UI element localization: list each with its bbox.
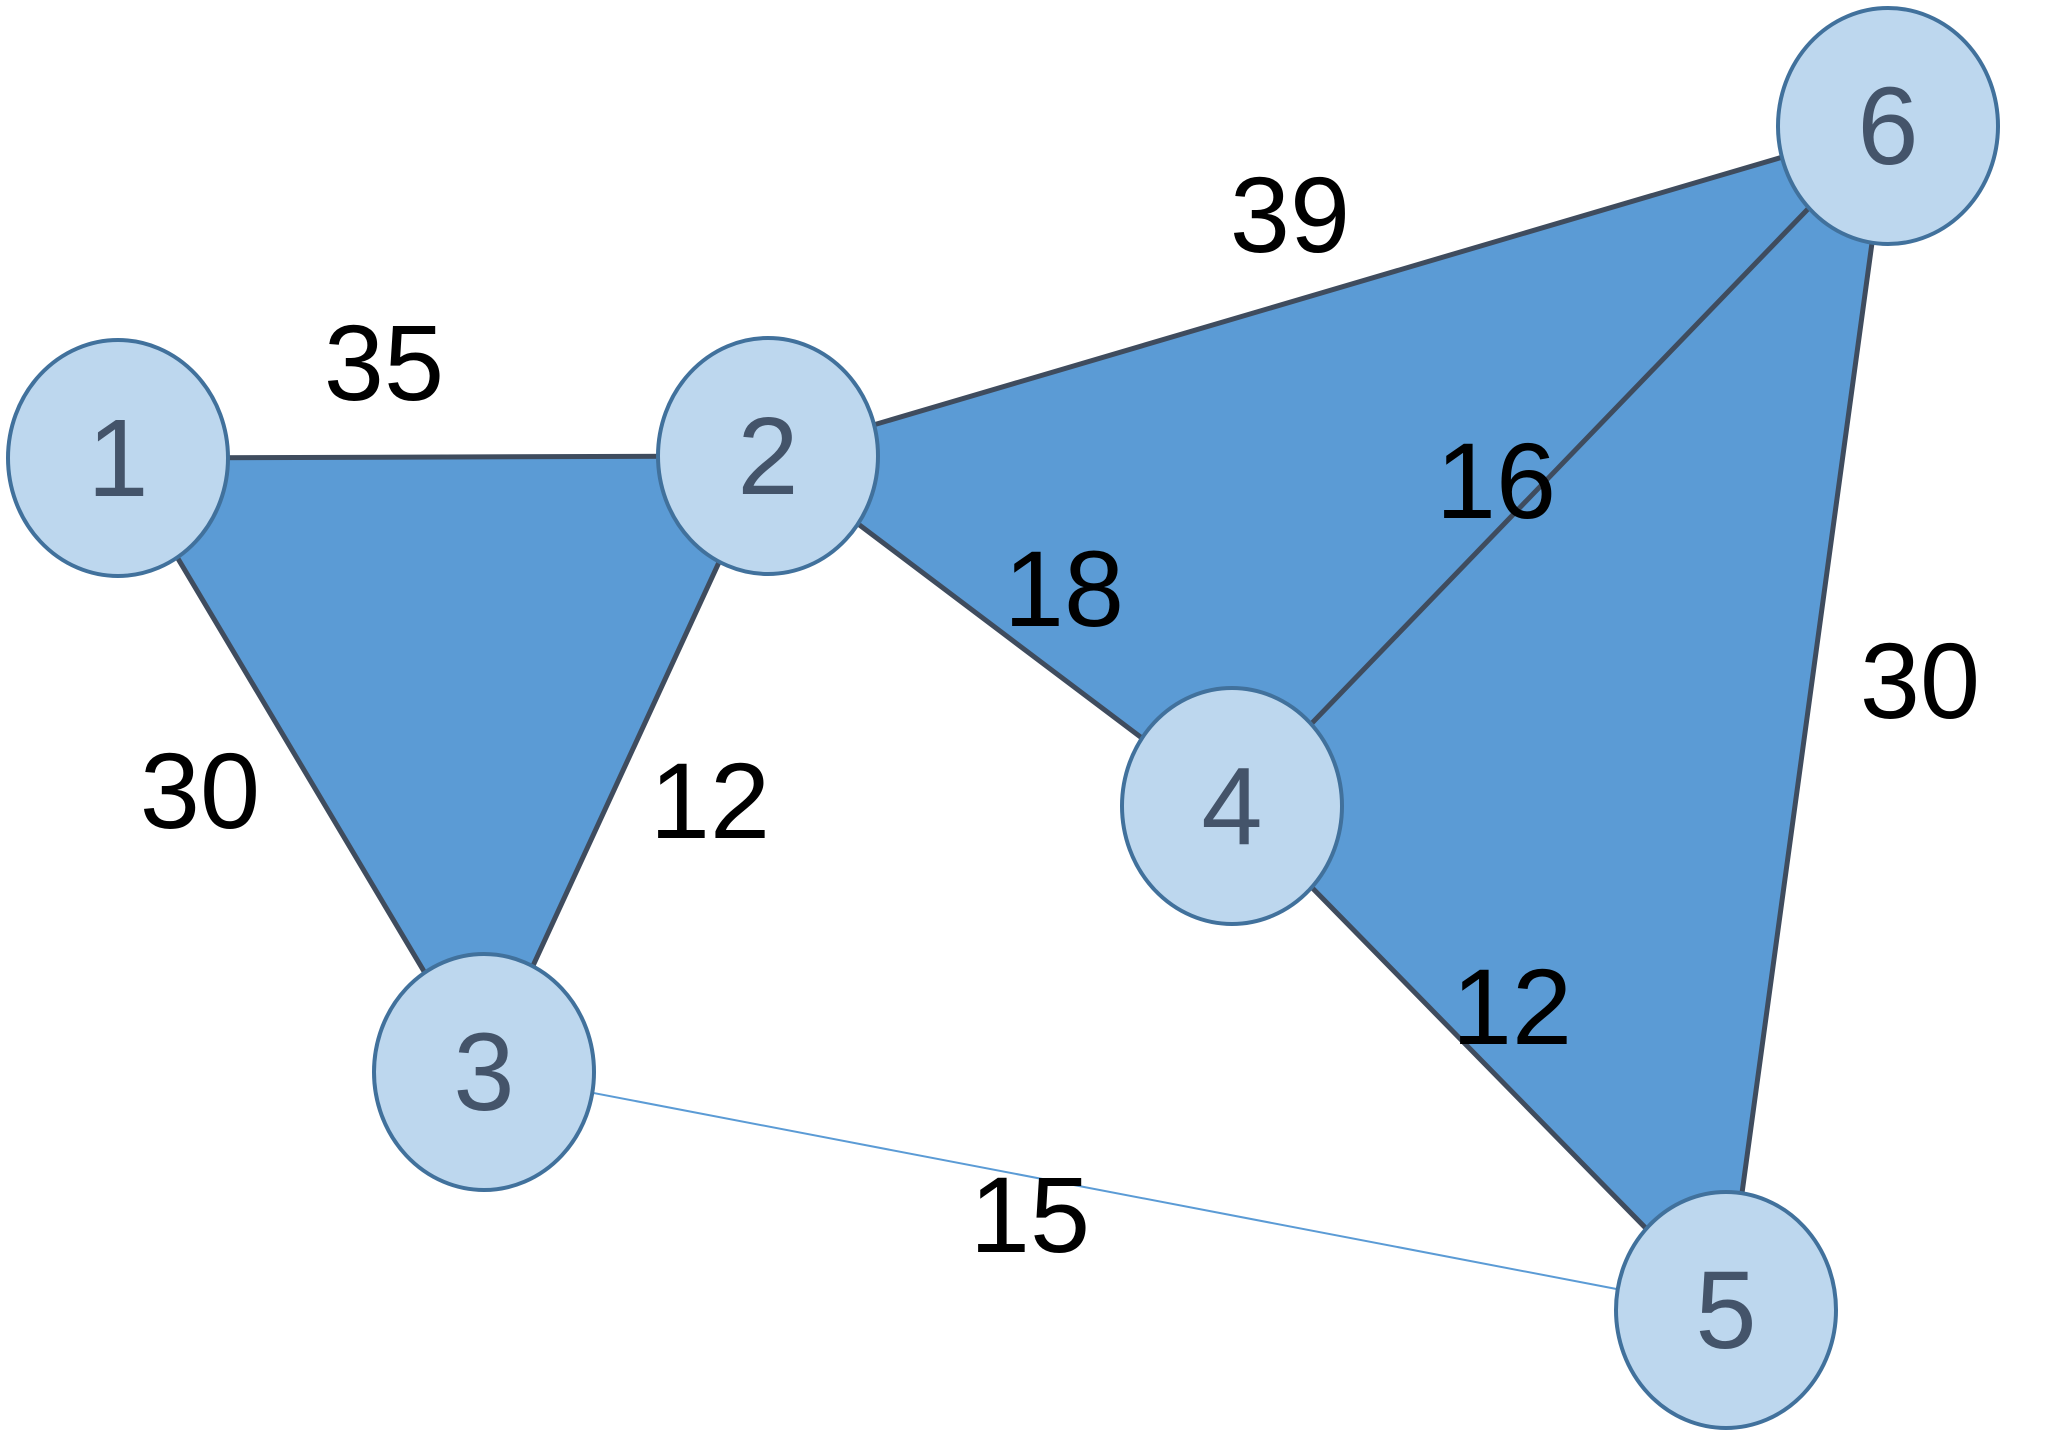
faces-layer: [118, 126, 1888, 1310]
node-circle-2: [656, 336, 880, 576]
filled-face-4-6-5: [1232, 126, 1888, 1310]
edge-weight-label-2-3: 12: [650, 740, 770, 861]
edge-labels-layer: 35 30 12 39 18 16 30 12 15: [140, 154, 1980, 1275]
edge-4-5: [1229, 803, 1729, 1313]
filled-face-1-2-3: [118, 456, 768, 1072]
node-label-4: 4: [1201, 745, 1262, 868]
edge-weight-label-6-5: 30: [1860, 620, 1980, 741]
edge-weight-label-3-5: 15: [970, 1154, 1090, 1275]
node-circle-6: [1776, 6, 2000, 246]
filled-face-2-6-4: [768, 126, 1888, 806]
edge-3-5: [483, 1071, 1727, 1311]
edge-2-6: [765, 123, 1891, 459]
edge-weight-label-2-4: 18: [1004, 528, 1124, 649]
node-1: 1: [6, 338, 230, 578]
edge-weight-label-1-3: 30: [140, 730, 260, 851]
node-circle-5: [1614, 1190, 1838, 1430]
edge-6-5: [1723, 123, 1891, 1313]
node-label-3: 3: [453, 1011, 514, 1134]
node-circle-3: [372, 952, 596, 1192]
node-3: 3: [372, 952, 596, 1192]
node-2: 2: [656, 336, 880, 576]
node-label-2: 2: [737, 395, 798, 518]
node-circle-4: [1120, 686, 1344, 926]
node-label-6: 6: [1857, 65, 1918, 188]
node-6: 6: [1776, 6, 2000, 246]
edge-weight-label-1-2: 35: [324, 302, 444, 423]
node-circle-1: [6, 338, 230, 578]
edge-weight-label-4-5: 12: [1452, 946, 1572, 1067]
node-5: 5: [1614, 1190, 1838, 1430]
edge-1-3: [115, 455, 487, 1075]
node-label-5: 5: [1695, 1249, 1756, 1372]
node-label-1: 1: [87, 397, 148, 520]
edge-weight-label-4-6: 16: [1436, 420, 1556, 541]
edge-weight-label-2-6: 39: [1230, 154, 1350, 275]
node-4: 4: [1120, 686, 1344, 926]
edge-4-6: [1229, 123, 1891, 809]
